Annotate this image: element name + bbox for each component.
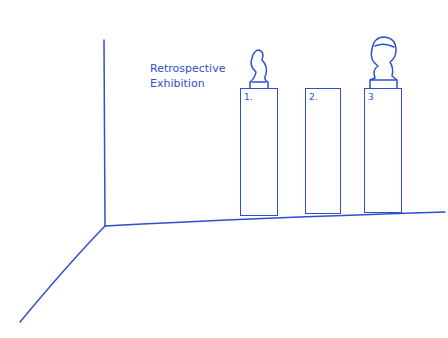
pedestal-number: 3: [368, 92, 374, 102]
pedestal: 2.: [305, 88, 341, 214]
pedestal-number: 2.: [309, 92, 318, 102]
bust-base: [371, 79, 396, 81]
pedestal: 3: [364, 88, 402, 213]
floor-side-line: [20, 226, 105, 322]
bust-base: [252, 81, 266, 83]
floor-back-line: [105, 212, 445, 226]
wall-corner-line: [104, 40, 105, 226]
pedestal: 1.: [240, 88, 278, 216]
exhibition-sign: Retrospective Exhibition: [150, 61, 236, 91]
pedestal-number: 1.: [244, 92, 253, 102]
bust-sculpture: [370, 37, 397, 88]
bust-sculpture: [250, 50, 268, 88]
bust-hair: [375, 44, 394, 47]
